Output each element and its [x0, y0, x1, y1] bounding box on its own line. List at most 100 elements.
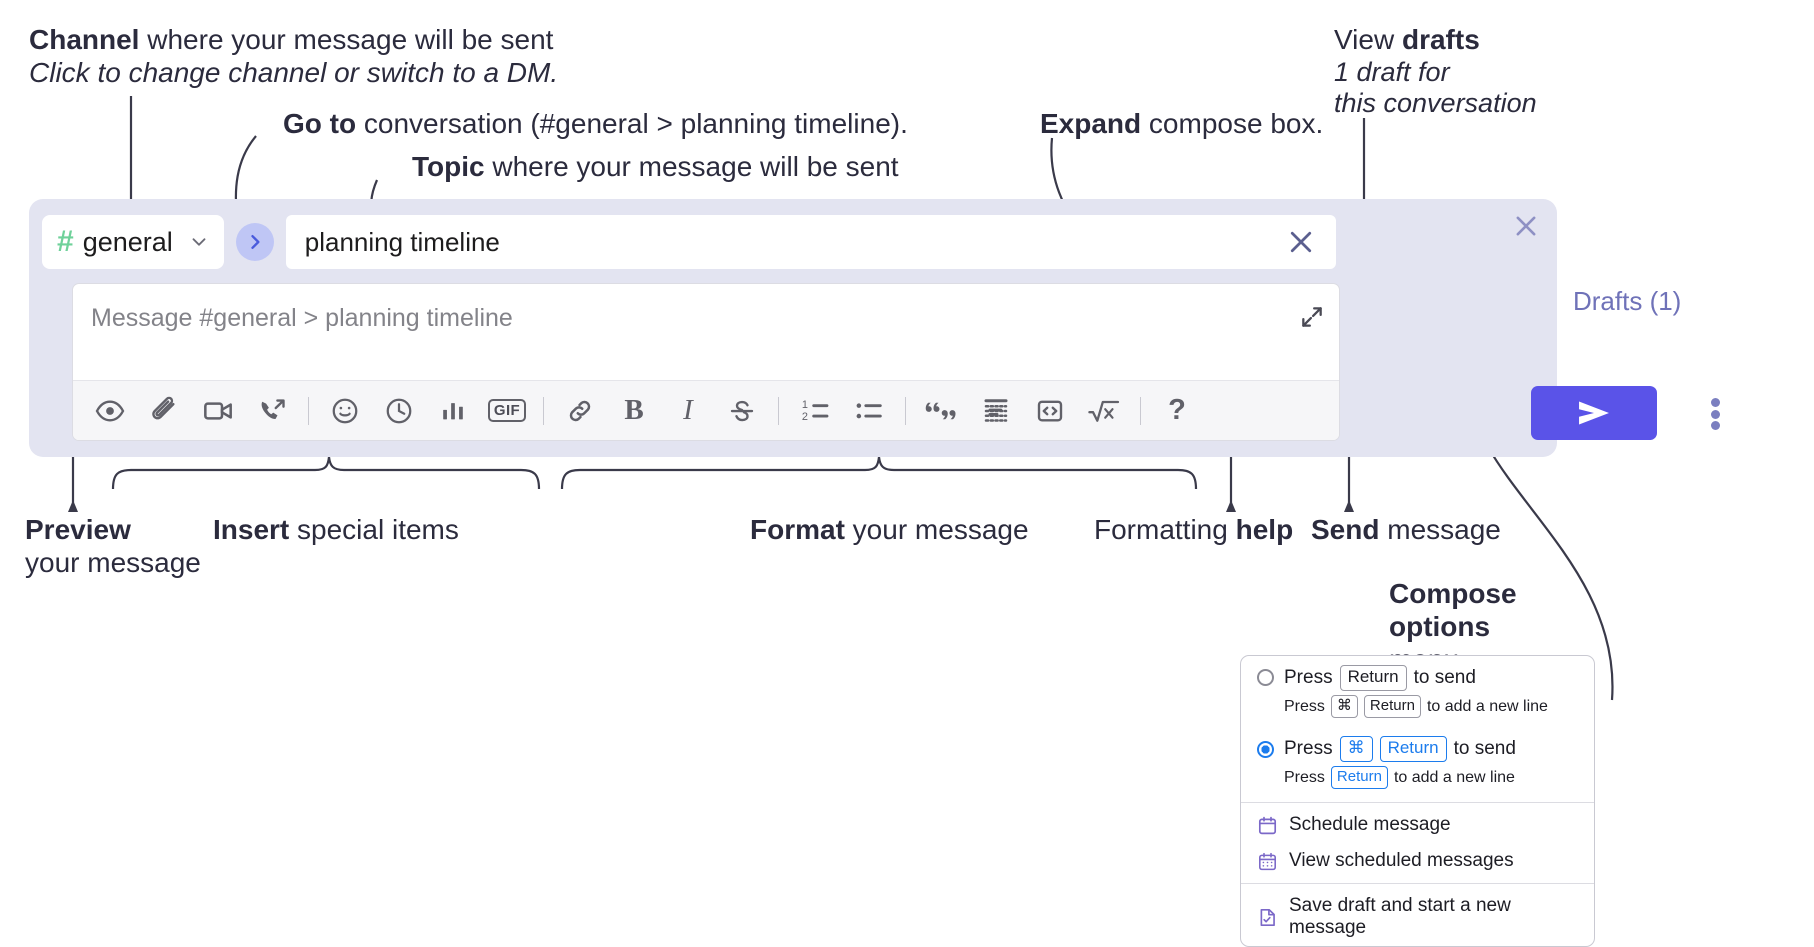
annotation-channel: Channel where your message will be sent: [29, 22, 553, 57]
send-option-2-sub: Press Return to add a new line: [1241, 764, 1594, 798]
annotation-drafts-sub1: 1 draft for: [1334, 55, 1450, 89]
separator: [905, 396, 906, 425]
annotation-drafts-sub2: this conversation: [1334, 86, 1537, 120]
annotation-expand-bold: Expand: [1040, 108, 1142, 139]
annotation-goto-bold: Go to: [283, 108, 357, 139]
schedule-clock-icon[interactable]: [376, 389, 422, 433]
key-command: ⌘: [1330, 694, 1358, 719]
send-option-row-2[interactable]: Press ⌘ Return to send Press Return to a…: [1241, 727, 1594, 798]
option-2-sub-pre: Press: [1284, 768, 1325, 786]
radio-selected[interactable]: [1257, 740, 1274, 758]
expand-icon[interactable]: [1299, 304, 1325, 335]
menu-divider: [1241, 802, 1594, 804]
send-option-1-main: Press Return to send: [1284, 665, 1476, 691]
annotation-formatting-help: Formatting help: [1094, 512, 1293, 547]
kebab-dot: [1710, 409, 1720, 419]
key-command: ⌘: [1339, 736, 1373, 763]
annotation-compose-options-line1: Compose: [1389, 578, 1517, 609]
annotation-goto-rest: conversation (#general > planning timeli…: [356, 108, 908, 139]
kebab-dot: [1710, 398, 1720, 407]
annotation-channel-sub: Click to change channel or switch to a D…: [29, 55, 558, 90]
annotation-topic-bold: Topic: [412, 151, 485, 182]
channel-name-label: general: [82, 226, 173, 257]
annotation-expand: Expand compose box.: [1040, 106, 1323, 141]
help-icon[interactable]: ?: [1154, 389, 1200, 433]
separator: [543, 396, 544, 425]
strikethrough-icon[interactable]: [719, 389, 765, 433]
compose-options-menu: Press Return to send Press ⌘ Return to a…: [1240, 655, 1595, 947]
italic-label: I: [683, 394, 693, 426]
annotation-insert-rest: special items: [289, 514, 459, 545]
italic-icon[interactable]: I: [665, 389, 711, 433]
save-draft-icon: [1257, 907, 1278, 928]
annotation-drafts-bold: drafts: [1401, 24, 1480, 55]
svg-text:2: 2: [802, 410, 808, 422]
video-icon[interactable]: [195, 389, 241, 433]
menu-item-view-scheduled-messages[interactable]: View scheduled messages: [1241, 843, 1594, 879]
annotation-format-bold: Format: [750, 514, 845, 545]
channel-selector[interactable]: # general: [42, 215, 224, 269]
message-input-box[interactable]: Message #general > planning timeline: [72, 283, 1340, 441]
send-option-1-sub: Press ⌘ Return to add a new line: [1241, 693, 1594, 727]
calendar-schedule-icon: [1257, 815, 1278, 836]
gif-label: GIF: [487, 399, 527, 422]
option-2-post: to send: [1453, 738, 1516, 760]
separator: [778, 396, 779, 425]
key-return: Return: [1379, 736, 1447, 763]
annotation-topic-rest: where your message will be sent: [484, 151, 899, 182]
annotation-send: Send message: [1311, 512, 1501, 547]
math-icon[interactable]: [1081, 389, 1127, 433]
annotation-channel-rest: where your message will be sent: [139, 24, 554, 55]
close-icon[interactable]: [1509, 209, 1543, 243]
annotation-preview: Preview: [25, 512, 131, 547]
option-1-sub-pre: Press: [1284, 697, 1325, 715]
compose-panel: # general planning timeline Message #gen…: [29, 199, 1557, 457]
annotation-drafts-sub1-text: 1 draft for: [1334, 57, 1450, 87]
separator: [308, 396, 309, 425]
gif-icon[interactable]: GIF: [484, 389, 530, 433]
audio-call-icon[interactable]: [249, 389, 295, 433]
annotation-preview-line2: your message: [25, 547, 201, 578]
menu-item-save-draft[interactable]: Save draft and start a new message: [1241, 888, 1594, 946]
send-option-row-1[interactable]: Press Return to send Press ⌘ Return to a…: [1241, 656, 1594, 727]
menu-item-label: View scheduled messages: [1289, 850, 1514, 872]
bulleted-list-icon[interactable]: [846, 389, 892, 433]
code-block-icon[interactable]: [973, 389, 1019, 433]
topic-input[interactable]: planning timeline: [285, 215, 1336, 269]
annotation-drafts-sub2-text: this conversation: [1334, 88, 1537, 118]
calendar-grid-icon: [1257, 851, 1278, 872]
annotation-drafts: View drafts: [1334, 22, 1480, 57]
help-label: ?: [1168, 394, 1186, 426]
radio-unselected[interactable]: [1257, 669, 1274, 687]
compose-options-button[interactable]: [1700, 395, 1730, 433]
annotation-channel-bold: Channel: [29, 24, 140, 55]
separator: [1140, 396, 1141, 425]
bold-icon[interactable]: B: [611, 389, 657, 433]
go-to-conversation-button[interactable]: [235, 223, 274, 261]
attachment-icon[interactable]: [141, 389, 187, 433]
topic-value: planning timeline: [304, 226, 500, 257]
emoji-icon[interactable]: [322, 389, 368, 433]
poll-icon[interactable]: [430, 389, 476, 433]
annotation-compose-options-1: Compose: [1389, 576, 1517, 611]
preview-icon[interactable]: [87, 389, 133, 433]
inline-code-icon[interactable]: [1027, 389, 1073, 433]
clear-topic-icon[interactable]: [1286, 227, 1320, 257]
send-option-2-main: Press ⌘ Return to send: [1284, 736, 1516, 763]
key-return: Return: [1339, 665, 1407, 691]
send-button[interactable]: [1531, 386, 1657, 440]
send-icon: [1579, 401, 1609, 425]
drafts-link[interactable]: Drafts (1): [1573, 286, 1682, 316]
hash-icon: #: [57, 225, 74, 258]
svg-text:1: 1: [802, 399, 808, 411]
bold-label: B: [624, 394, 644, 426]
annotation-format: Format your message: [750, 512, 1029, 547]
option-1-post: to send: [1413, 666, 1476, 688]
annotation-goto: Go to conversation (#general > planning …: [283, 106, 908, 141]
link-icon[interactable]: [557, 389, 603, 433]
menu-item-schedule-message[interactable]: Schedule message: [1241, 807, 1594, 843]
blockquote-icon[interactable]: [919, 389, 965, 433]
